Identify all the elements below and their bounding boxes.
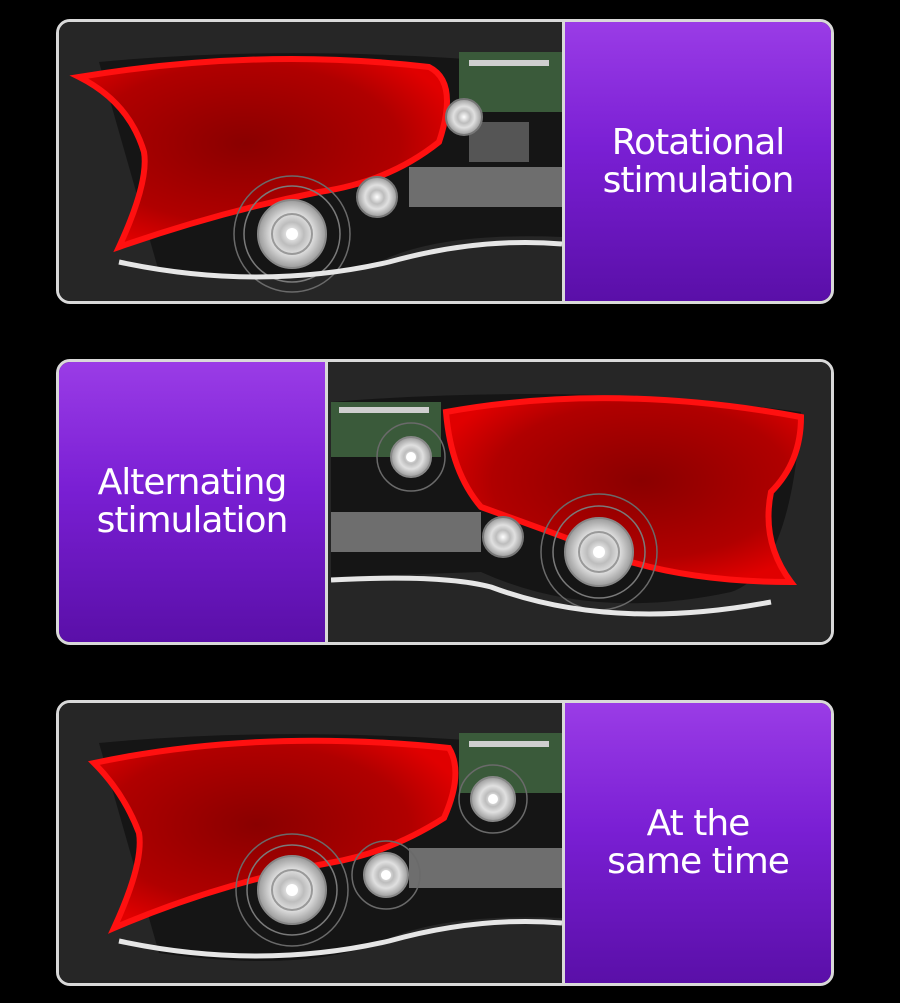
device-illustration-alternating bbox=[331, 362, 831, 642]
panel-rotational: Rotational stimulation bbox=[56, 19, 834, 304]
panel-title-line-2: same time bbox=[607, 841, 790, 882]
panel-title-line-2: stimulation bbox=[96, 500, 289, 541]
vibration-ring-icon bbox=[376, 422, 446, 492]
panel-alternating: Alternating stimulation bbox=[56, 359, 834, 645]
panel-title-line-1: Alternating bbox=[97, 462, 288, 503]
device-illustration-same-time bbox=[59, 703, 562, 983]
label-box-same-time: At the same time bbox=[562, 703, 831, 983]
vibration-ring-icon bbox=[235, 833, 349, 947]
vibration-ring-icon bbox=[458, 764, 528, 834]
panel-title-line-1: At the bbox=[646, 803, 751, 844]
vibration-ring-icon bbox=[351, 840, 421, 910]
red-sleeve bbox=[442, 395, 805, 586]
mechanism-block bbox=[409, 167, 562, 207]
panel-title: At the same time bbox=[607, 803, 790, 882]
label-box-alternating: Alternating stimulation bbox=[59, 362, 328, 642]
panel-title-line-2: stimulation bbox=[602, 159, 795, 201]
panel-same-time: At the same time bbox=[56, 700, 834, 986]
panel-title: Alternating stimulation bbox=[96, 462, 289, 541]
roller-wheel-icon bbox=[482, 516, 524, 558]
vibration-ring-icon bbox=[233, 175, 351, 293]
mechanism-block bbox=[409, 848, 562, 888]
device-cutaway-illustration bbox=[59, 703, 562, 983]
panel-title-line-1: Rotational bbox=[611, 121, 786, 163]
device-rail bbox=[118, 918, 562, 959]
panel-title: Rotational stimulation bbox=[602, 121, 795, 201]
device-rail bbox=[331, 575, 772, 617]
device-cutaway-illustration bbox=[59, 22, 562, 301]
device-cutaway-illustration bbox=[331, 362, 831, 642]
device-illustration-rotational bbox=[59, 22, 562, 301]
label-box-rotational: Rotational stimulation bbox=[562, 22, 831, 301]
roller-wheel-icon bbox=[356, 176, 398, 218]
mechanism-block bbox=[331, 512, 481, 552]
device-rail bbox=[118, 239, 562, 280]
roller-wheel-icon bbox=[445, 98, 483, 136]
red-sleeve bbox=[87, 737, 459, 934]
